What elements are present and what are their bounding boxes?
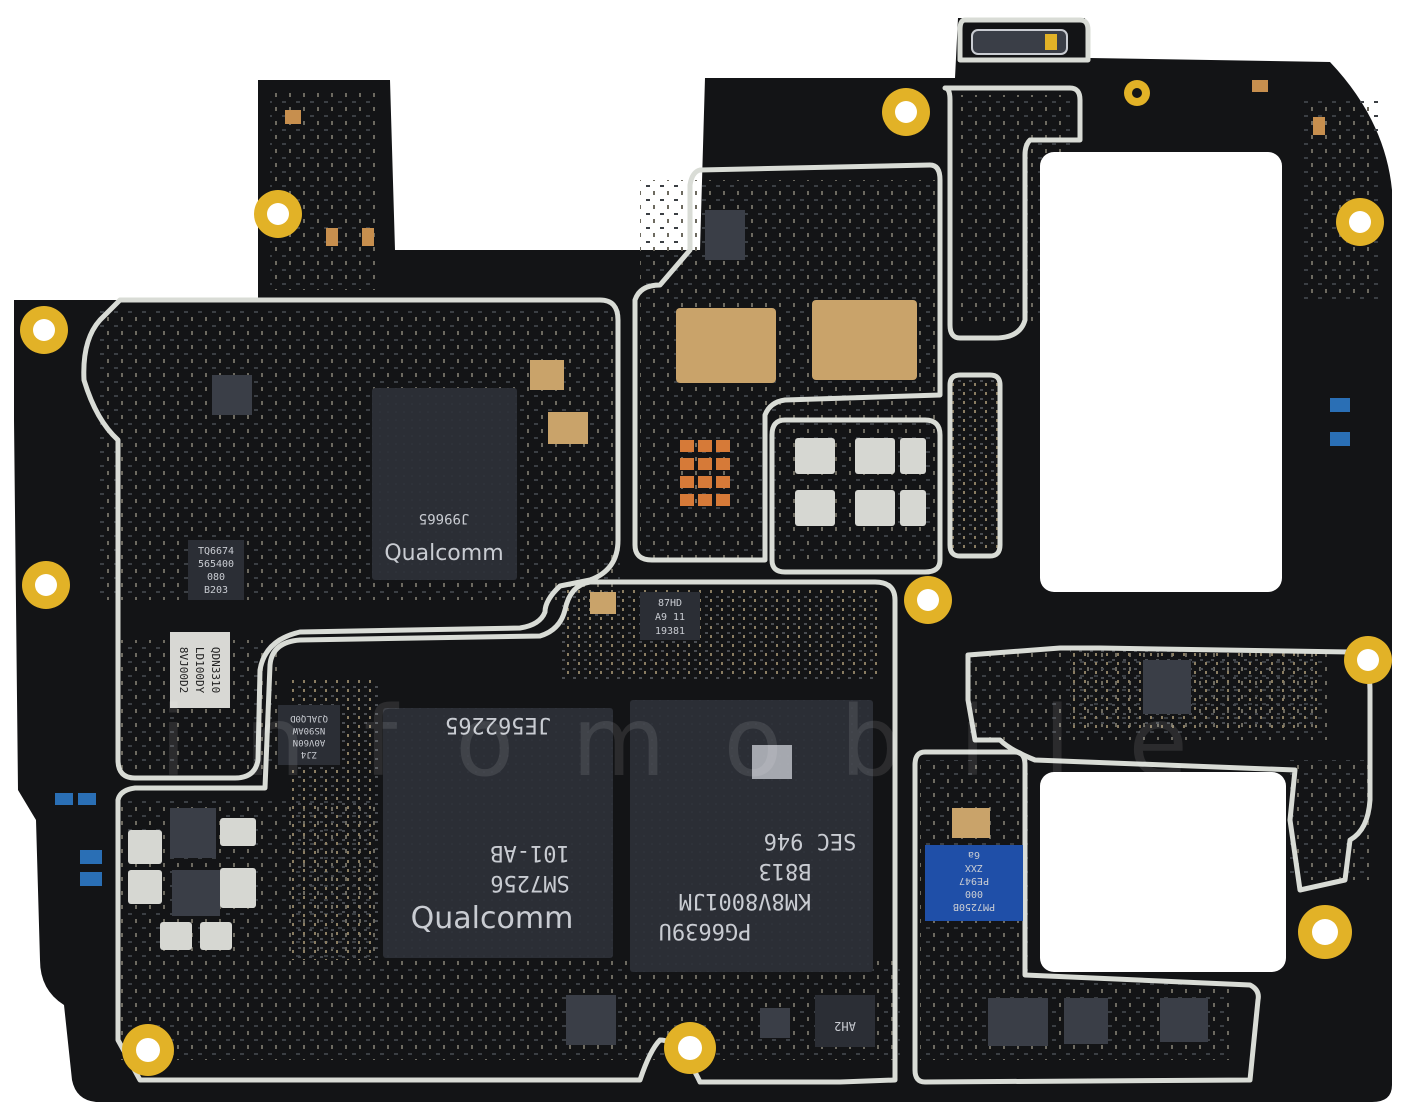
memory-chip: SEC 946 B813 KM8V8001JM PG6639U bbox=[630, 700, 873, 972]
mounting-hole bbox=[1298, 905, 1352, 959]
qfn-line2: A0V60N bbox=[293, 737, 326, 747]
mounting-hole bbox=[254, 190, 302, 238]
qdn-line1: QDN3310 bbox=[209, 647, 222, 693]
blue-line2: 000 bbox=[965, 888, 983, 899]
watermark-text: infomobile bbox=[160, 686, 1246, 798]
soc-marking-lot: JE562265 bbox=[445, 712, 551, 737]
mid-line3: 19381 bbox=[655, 626, 685, 637]
qfn-line1: ZJ4 bbox=[301, 749, 317, 759]
blue-line4: ZXX bbox=[965, 862, 983, 873]
blue-line5: 6a bbox=[968, 849, 980, 860]
memory-line3: KM8V8001JM bbox=[679, 888, 811, 913]
blue-capacitors bbox=[55, 398, 1350, 886]
top-connector bbox=[971, 29, 1068, 55]
pmic-brand: Qualcomm bbox=[384, 541, 503, 566]
pmic-marking-code: J99665 bbox=[419, 510, 470, 526]
mounting-hole bbox=[1336, 198, 1384, 246]
small-chip-tq: TQ6674 565400 080 B203 bbox=[188, 540, 244, 600]
power-inductors bbox=[128, 438, 926, 950]
gold-mounting-holes bbox=[20, 80, 1392, 1076]
copper-pad-grid bbox=[680, 440, 730, 506]
blue-line3: PE947 bbox=[959, 875, 989, 886]
soc-marking-part: SM7256 bbox=[490, 870, 569, 895]
tq-line2: 565400 bbox=[198, 559, 234, 570]
mounting-hole bbox=[20, 306, 68, 354]
tq-line3: 080 bbox=[207, 572, 225, 583]
soc-chip: JE562265 101-AB SM7256 Qualcomm bbox=[383, 708, 613, 958]
small-chip-qdn: QDN3310 LD100DY 8VJ00D2 bbox=[170, 632, 230, 708]
emi-shield-frames bbox=[81, 17, 1373, 1085]
ah2-line1: AH2 bbox=[834, 1019, 856, 1033]
tq-line4: B203 bbox=[204, 585, 228, 596]
copper-pads bbox=[530, 300, 990, 838]
small-chip-blue: PM7250B 000 PE947 ZXX 6a bbox=[925, 845, 1023, 921]
soc-marking-rev: 101-AB bbox=[490, 840, 569, 865]
soc-brand: Qualcomm bbox=[411, 901, 574, 936]
qdn-line2: LD100DY bbox=[193, 647, 206, 694]
board-cutouts bbox=[1040, 152, 1286, 972]
memory-line2: B813 bbox=[759, 858, 812, 883]
mid-line1: 87HD bbox=[658, 598, 682, 609]
qfn-line3: NS90AW bbox=[292, 725, 325, 735]
qfn-line4: QJALQ0D bbox=[290, 713, 328, 723]
pmic-chip: J99665 Qualcomm bbox=[372, 388, 517, 580]
mounting-hole bbox=[882, 88, 930, 136]
mid-line2: A9 11 bbox=[655, 612, 685, 623]
mounting-hole bbox=[1344, 636, 1392, 684]
mounting-hole bbox=[1124, 80, 1150, 106]
mounting-hole bbox=[22, 561, 70, 609]
blue-line1: PM7250B bbox=[953, 901, 995, 912]
misc-ics bbox=[170, 210, 1208, 1046]
qdn-line3: 8VJ00D2 bbox=[177, 647, 190, 693]
small-chip-87hd: 87HD A9 11 19381 bbox=[640, 592, 700, 640]
datamatrix-code bbox=[752, 745, 792, 779]
mounting-hole bbox=[122, 1024, 174, 1076]
mounting-hole bbox=[664, 1022, 716, 1074]
mounting-hole bbox=[904, 576, 952, 624]
small-chip-qfn: ZJ4 A0V60N NS90AW QJALQ0D bbox=[278, 705, 340, 765]
small-chip-ah2: AH2 bbox=[815, 995, 875, 1047]
memory-line4: PG6639U bbox=[659, 918, 752, 943]
tq-line1: TQ6674 bbox=[198, 546, 234, 557]
memory-line1: SEC 946 bbox=[764, 828, 857, 853]
